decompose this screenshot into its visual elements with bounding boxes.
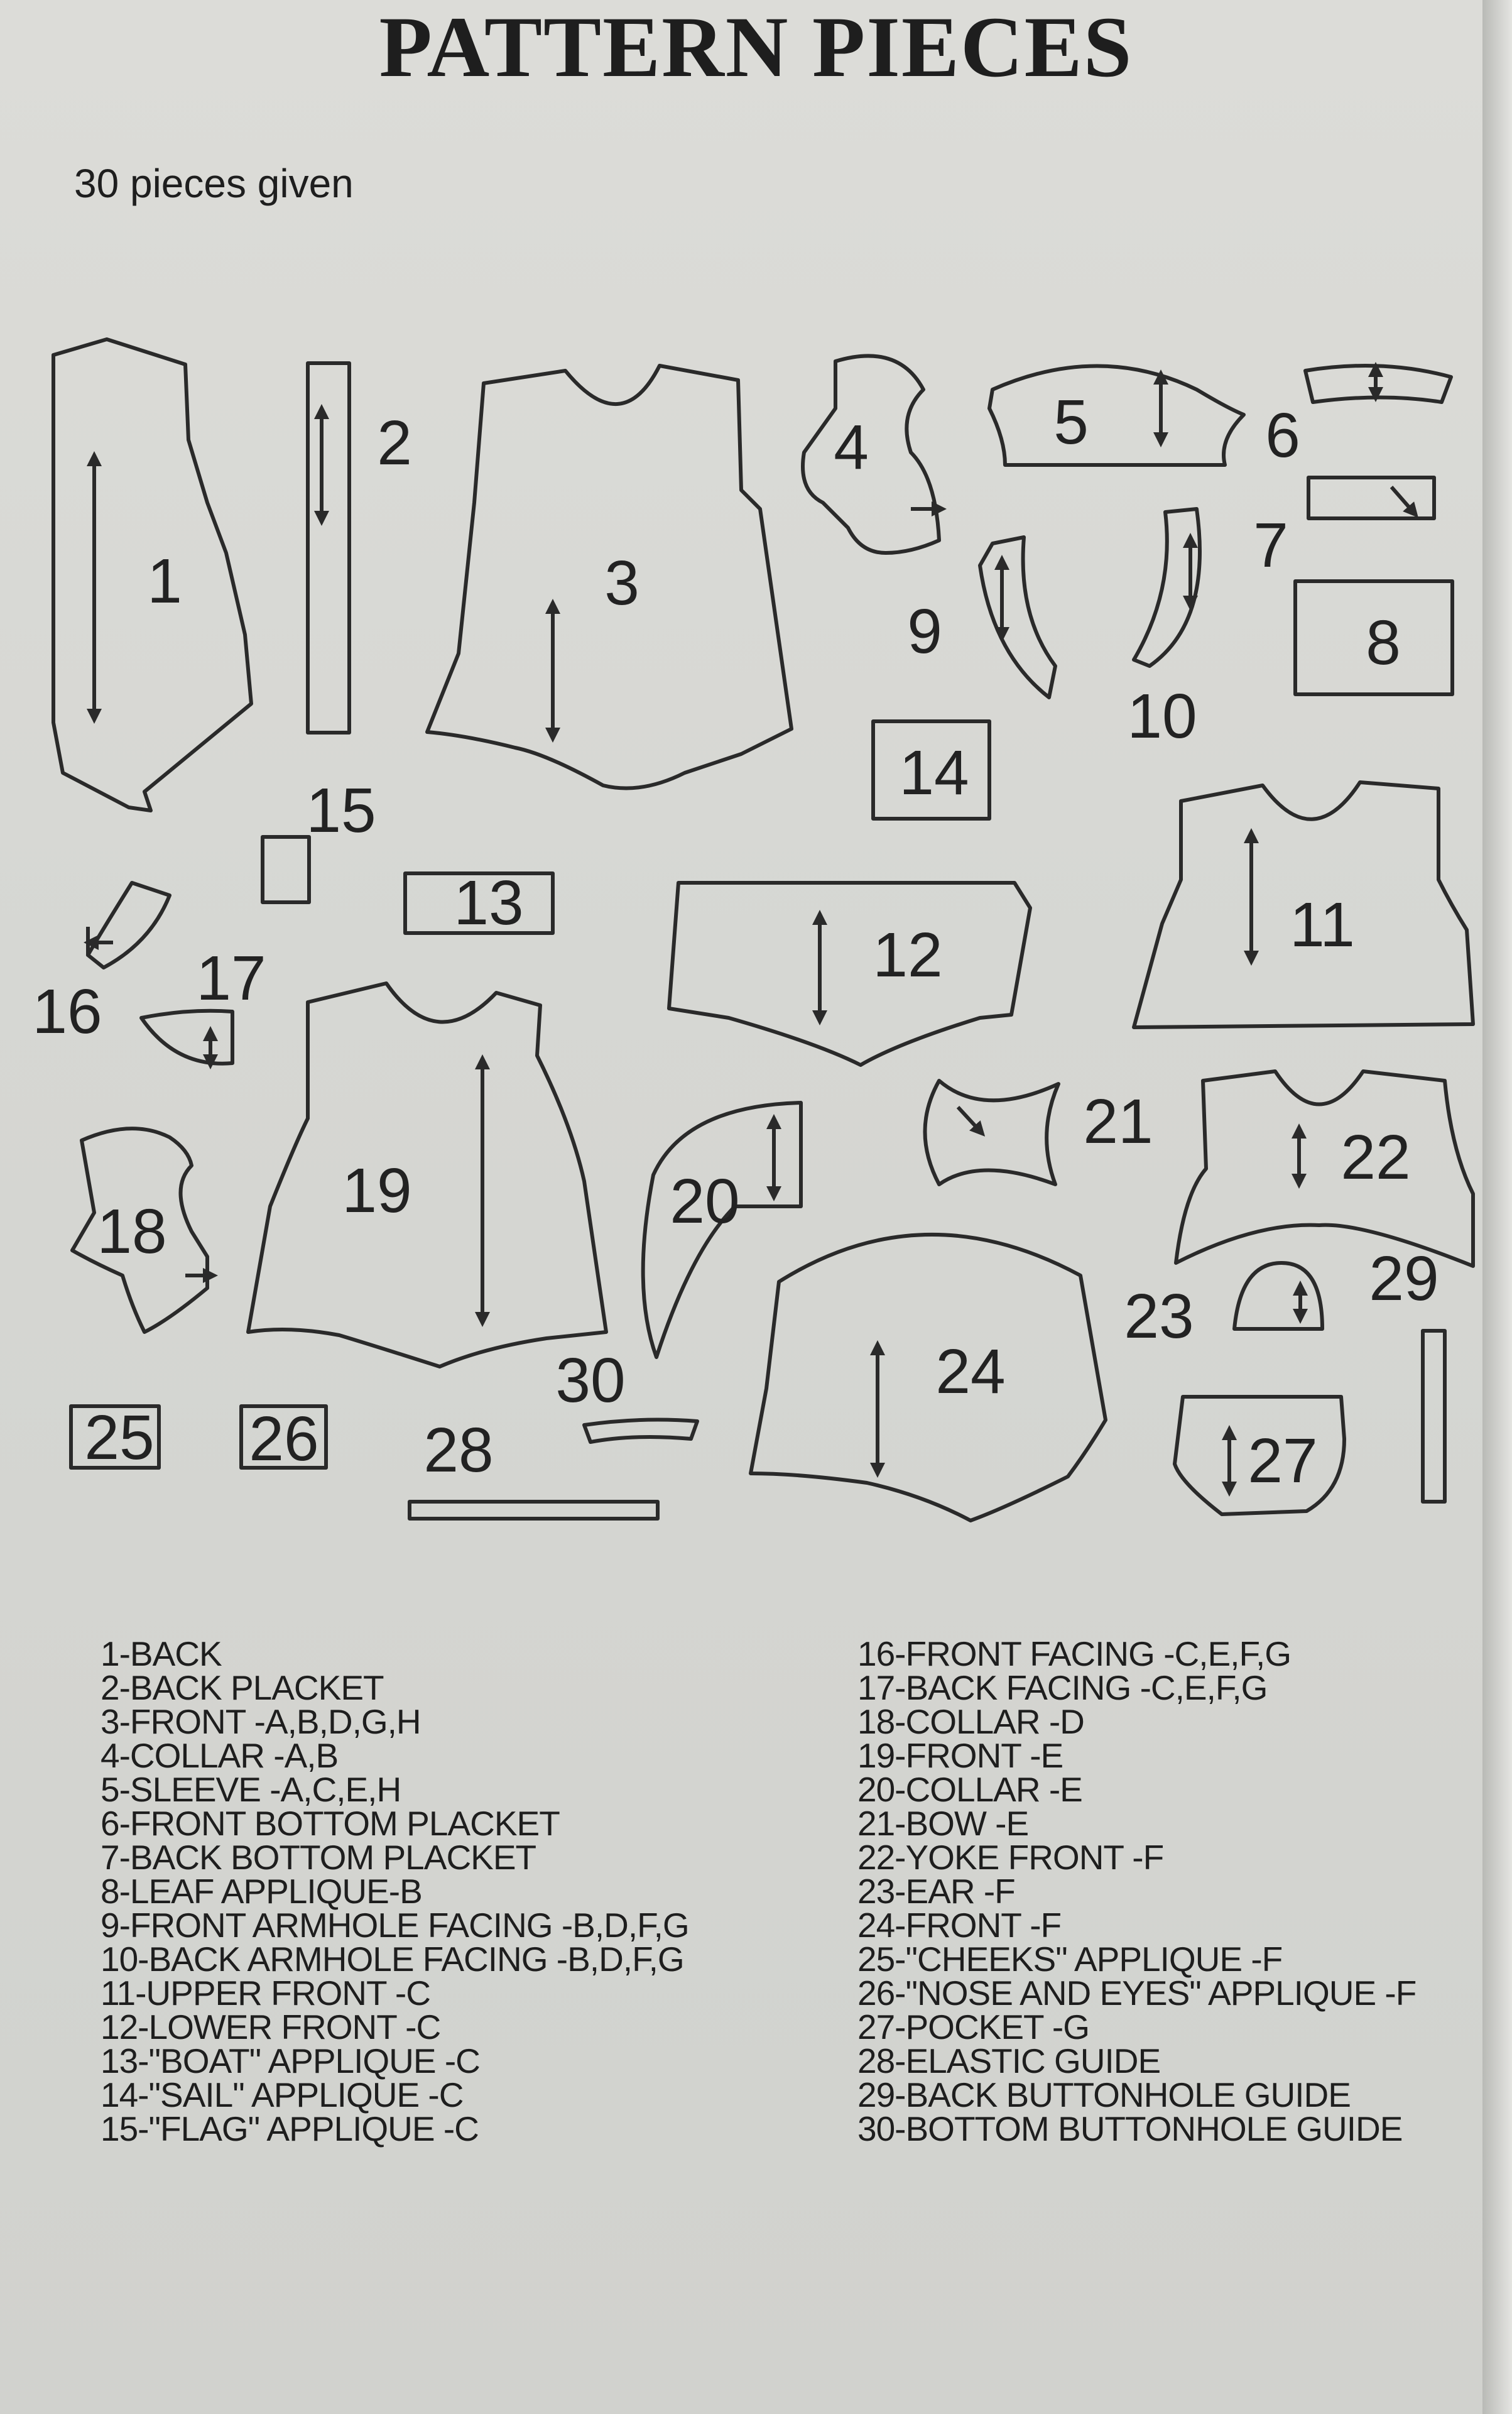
piece-2-back-placket: 2 [306,361,412,735]
piece-list-item: 14-"SAIL" APPLIQUE -C [101,2075,464,2114]
piece-11-upper-front: 11 [1132,780,1475,1029]
piece-number: 25 [84,1402,154,1473]
piece-16-front-facing: 16 [32,881,171,1047]
piece-number: 21 [1083,1086,1153,1157]
piece-list-item: 15-"FLAG" APPLIQUE -C [101,2109,479,2148]
piece-list-item: 29-BACK BUTTONHOLE GUIDE [857,2075,1351,2114]
piece-list-item: 5-SLEEVE -A,C,E,H [101,1770,401,1809]
piece-number: 5 [1053,387,1089,457]
piece-list-item: 10-BACK ARMHOLE FACING -B,D,F,G [101,1940,685,1979]
piece-number: 2 [377,408,412,478]
piece-number: 16 [32,976,102,1047]
piece-9-front-armhole-facing: 9 [907,535,1057,699]
piece-list-item: 1-BACK [101,1634,222,1673]
piece-list-item: 20-COLLAR -E [857,1770,1083,1809]
piece-number: 1 [147,546,182,616]
page-edge [1482,0,1512,2414]
piece-number: 9 [907,596,942,667]
piece-3-front: 3 [425,364,793,790]
piece-number: 14 [899,738,969,808]
piece-number: 10 [1127,681,1197,751]
piece-8-leaf-applique: 8 [1293,579,1454,696]
piece-list-item: 18-COLLAR -D [857,1702,1085,1741]
piece-22-yoke-front: 22 [1174,1069,1475,1268]
piece-30-bottom-buttonhole-guide: 30 [555,1345,699,1444]
piece-list-left: 1-BACK 2-BACK PLACKET 3-FRONT -A,B,D,G,H… [101,1634,690,2148]
piece-list-item: 24-FRONT -F [857,1906,1062,1945]
piece-list-item: 8-LEAF APPLIQUE-B [101,1872,423,1911]
piece-number: 26 [249,1404,318,1474]
piece-list-item: 12-LOWER FRONT -C [101,2007,441,2046]
piece-number: 3 [604,548,639,618]
piece-18-collar: 18 [70,1127,218,1334]
piece-list-item: 7-BACK BOTTOM PLACKET [101,1838,536,1877]
piece-list-item: 27-POCKET -G [857,2007,1090,2046]
pattern-pieces-diagram: 1 2 3 4 5 6 7 8 [32,337,1475,1522]
piece-list-item: 23-EAR -F [857,1872,1016,1911]
piece-list-item: 17-BACK FACING -C,E,F,G [857,1668,1268,1707]
piece-23-ear: 23 [1124,1261,1324,1352]
piece-number: 4 [834,412,869,483]
piece-17-back-facing: 17 [139,943,266,1069]
piece-list-item: 6-FRONT BOTTOM PLACKET [101,1804,560,1843]
piece-10-back-armhole-facing: 10 [1127,507,1202,751]
piece-number: 17 [196,943,266,1013]
piece-list-item: 16-FRONT FACING -C,E,F,G [857,1634,1292,1673]
piece-13-boat-applique: 13 [403,868,555,938]
piece-number: 13 [454,868,523,938]
piece-list-item: 26-"NOSE AND EYES" APPLIQUE -F [857,1974,1417,2013]
piece-number: 20 [670,1166,739,1237]
piece-number: 27 [1248,1426,1317,1496]
piece-list-item: 21-BOW -E [857,1804,1029,1843]
piece-25-cheeks-applique: 25 [69,1402,161,1473]
piece-number: 30 [555,1345,625,1416]
page-title: PATTERN PIECES [379,0,1133,95]
piece-29-back-buttonhole-guide: 29 [1369,1243,1447,1504]
piece-number: 6 [1265,400,1300,471]
piece-15-flag-applique: 15 [261,775,376,904]
piece-number: 22 [1341,1122,1410,1193]
piece-list-item: 13-"BOAT" APPLIQUE -C [101,2041,481,2080]
pieces-count-note: 30 pieces given [74,161,354,206]
piece-list-item: 9-FRONT ARMHOLE FACING -B,D,F,G [101,1906,690,1945]
piece-27-pocket: 27 [1173,1395,1346,1516]
piece-20-collar: 20 [641,1101,803,1359]
piece-24-front: 24 [749,1233,1107,1522]
piece-number: 11 [1290,890,1355,960]
piece-list-item: 19-FRONT -E [857,1736,1063,1775]
piece-number: 8 [1366,608,1401,678]
piece-list-item: 25-"CHEEKS" APPLIQUE -F [857,1940,1283,1979]
piece-list-item: 11-UPPER FRONT -C [101,1974,431,2013]
piece-list-item: 3-FRONT -A,B,D,G,H [101,1702,422,1741]
piece-list-item: 2-BACK PLACKET [101,1668,384,1707]
piece-number: 18 [97,1196,166,1267]
piece-number: 24 [935,1336,1005,1407]
piece-number: 7 [1253,510,1288,581]
piece-number: 19 [342,1155,411,1226]
piece-1-back: 1 [52,337,253,812]
piece-list-right: 16-FRONT FACING -C,E,F,G 17-BACK FACING … [857,1634,1417,2148]
piece-26-nose-and-eyes-applique: 26 [239,1404,328,1474]
piece-19-front: 19 [246,981,608,1368]
piece-list-item: 4-COLLAR -A,B [101,1736,339,1775]
piece-4-collar: 4 [801,354,947,555]
piece-number: 15 [306,775,376,846]
piece-number: 12 [873,920,942,990]
piece-12-lower-front: 12 [667,881,1032,1067]
piece-6-front-bottom-placket: 6 [1265,362,1453,471]
piece-list-item: 28-ELASTIC GUIDE [857,2041,1161,2080]
piece-list-item: 30-BOTTOM BUTTONHOLE GUIDE [857,2109,1403,2148]
piece-14-sail-applique: 14 [871,719,991,821]
piece-5-sleeve: 5 [987,364,1246,467]
piece-number: 28 [423,1415,493,1485]
piece-7-back-bottom-placket: 7 [1253,476,1436,581]
piece-number: 29 [1369,1243,1439,1314]
piece-21-bow: 21 [923,1079,1153,1186]
piece-list-item: 22-YOKE FRONT -F [857,1838,1164,1877]
piece-number: 23 [1124,1281,1194,1352]
piece-28-elastic-guide: 28 [408,1415,660,1521]
